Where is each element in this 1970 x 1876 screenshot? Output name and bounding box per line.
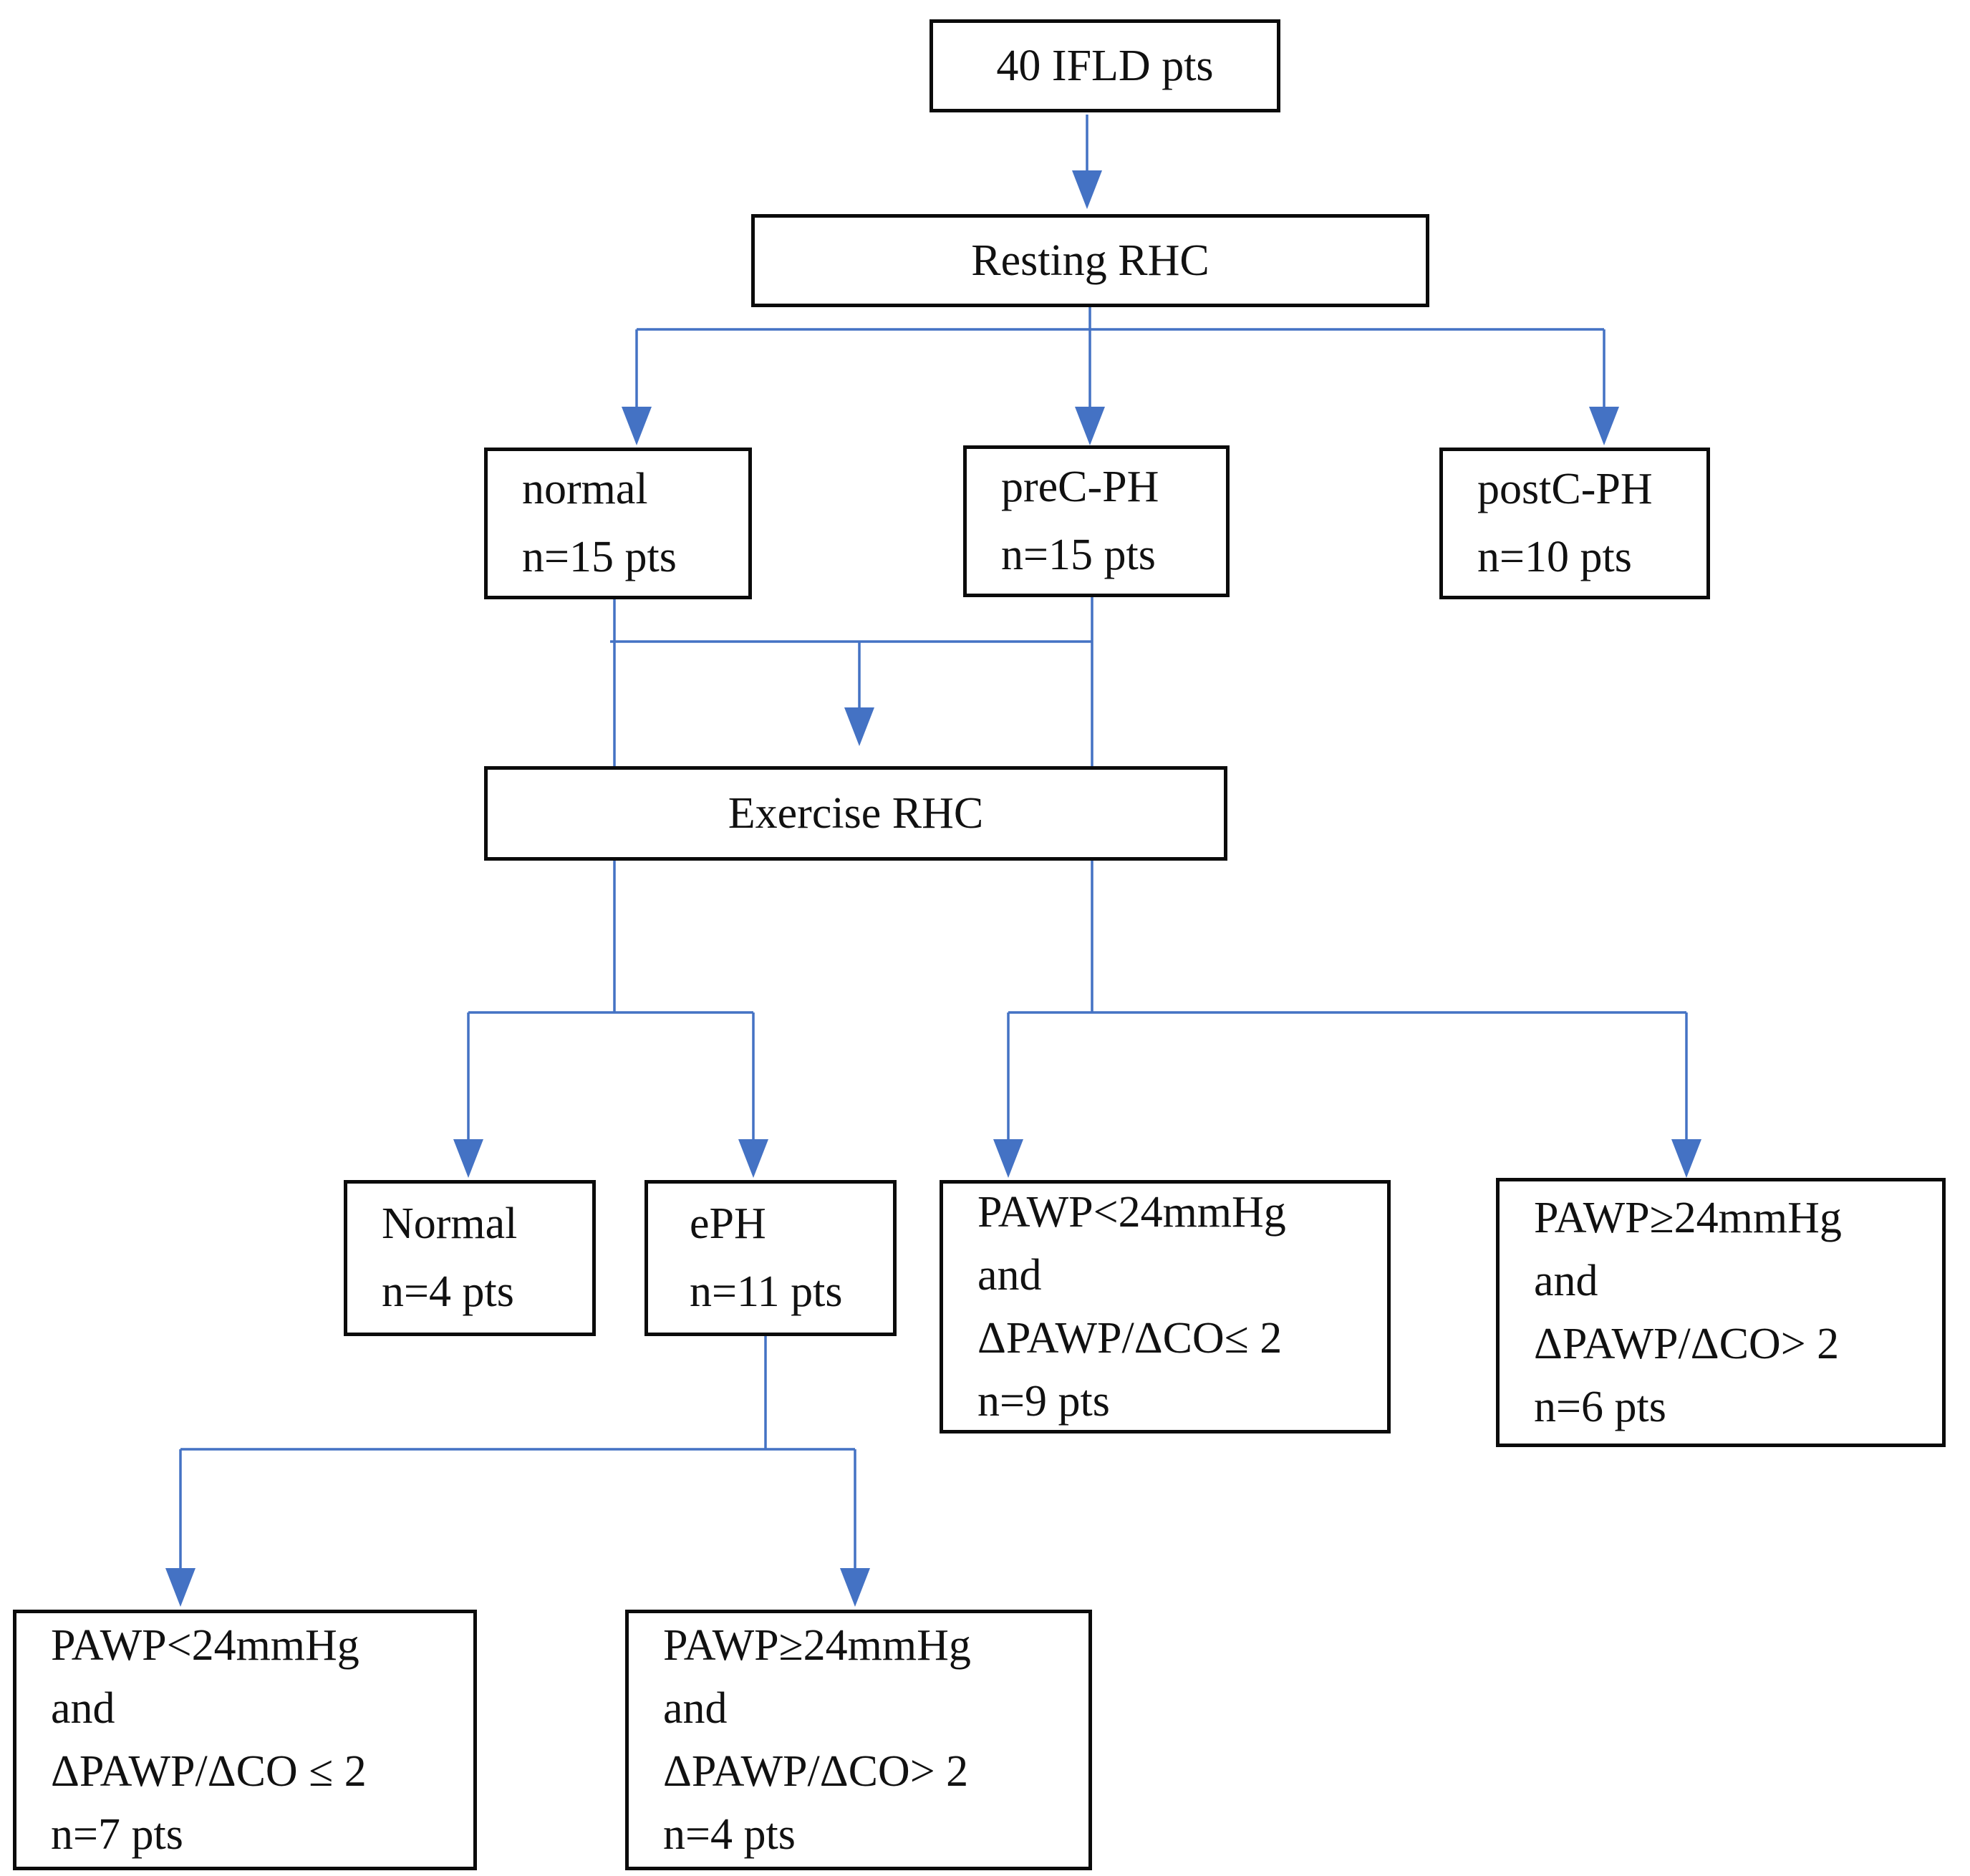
arrow-down-icon [622,407,652,445]
node-text: Resting RHC [971,236,1209,285]
node-text: Exercise RHC [728,789,984,838]
arrow-down-icon [840,1568,870,1607]
node-pawp-below24-slope-le2-n7: PAWP<24mmHg and ΔPAWP/ΔCO ≤ 2 n=7 pts [13,1610,477,1870]
node-text: postC-PH [1477,465,1653,513]
node-text: and [977,1251,1042,1300]
node-pawp-ge24-slope-gt2-n4: PAWP≥24mmHg and ΔPAWP/ΔCO> 2 n=4 pts [625,1610,1092,1870]
node-resting-rhc: Resting RHC [751,214,1429,307]
node-text: n=11 pts [690,1267,843,1316]
node-text: ΔPAWP/ΔCO≤ 2 [977,1314,1283,1363]
node-pawp-ge24-slope-gt2-n6: PAWP≥24mmHg and ΔPAWP/ΔCO> 2 n=6 pts [1496,1178,1946,1447]
node-text: n=9 pts [977,1377,1110,1426]
node-prec-ph: preC-PH n=15 pts [963,445,1230,597]
node-text: n=4 pts [663,1810,796,1859]
arrow-down-icon [1072,170,1102,209]
arrow-down-icon [1589,407,1619,445]
node-text: PAWP≥24mmHg [663,1621,971,1670]
node-40-ifld-pts: 40 IFLD pts [930,19,1280,112]
node-text: preC-PH [1001,463,1159,511]
node-text: ePH [690,1199,766,1248]
node-postc-ph: postC-PH n=10 pts [1439,448,1710,599]
node-text: ΔPAWP/ΔCO ≤ 2 [51,1747,367,1796]
node-eph: ePH n=11 pts [644,1180,897,1336]
node-exercise-rhc: Exercise RHC [484,766,1227,861]
arrow-down-icon [453,1139,483,1178]
node-text: PAWP<24mmHg [977,1188,1286,1237]
arrow-down-icon [844,707,874,746]
node-text: and [663,1684,728,1733]
node-normal-exercise: Normal n=4 pts [344,1180,596,1336]
arrow-down-icon [1075,407,1105,445]
node-text: and [1534,1257,1598,1305]
node-text: n=4 pts [382,1267,514,1316]
node-text: and [51,1684,115,1733]
node-pawp-below24-slope-le2-n9: PAWP<24mmHg and ΔPAWP/ΔCO≤ 2 n=9 pts [940,1180,1391,1433]
arrow-down-icon [1671,1139,1701,1178]
node-text: ΔPAWP/ΔCO> 2 [663,1747,969,1796]
node-text: n=7 pts [51,1810,183,1859]
arrow-down-icon [165,1568,195,1607]
node-text: 40 IFLD pts [996,42,1214,90]
node-text: PAWP≥24mmHg [1534,1194,1842,1242]
node-text: PAWP<24mmHg [51,1621,359,1670]
node-text: n=10 pts [1477,533,1632,581]
node-text: n=15 pts [522,533,677,581]
node-text: Normal [382,1199,518,1248]
node-text: normal [522,465,648,513]
node-text: n=15 pts [1001,531,1156,579]
arrow-down-icon [993,1139,1023,1178]
node-normal-resting: normal n=15 pts [484,448,752,599]
node-text: n=6 pts [1534,1383,1666,1431]
arrow-down-icon [738,1139,768,1178]
node-text: ΔPAWP/ΔCO> 2 [1534,1320,1840,1368]
